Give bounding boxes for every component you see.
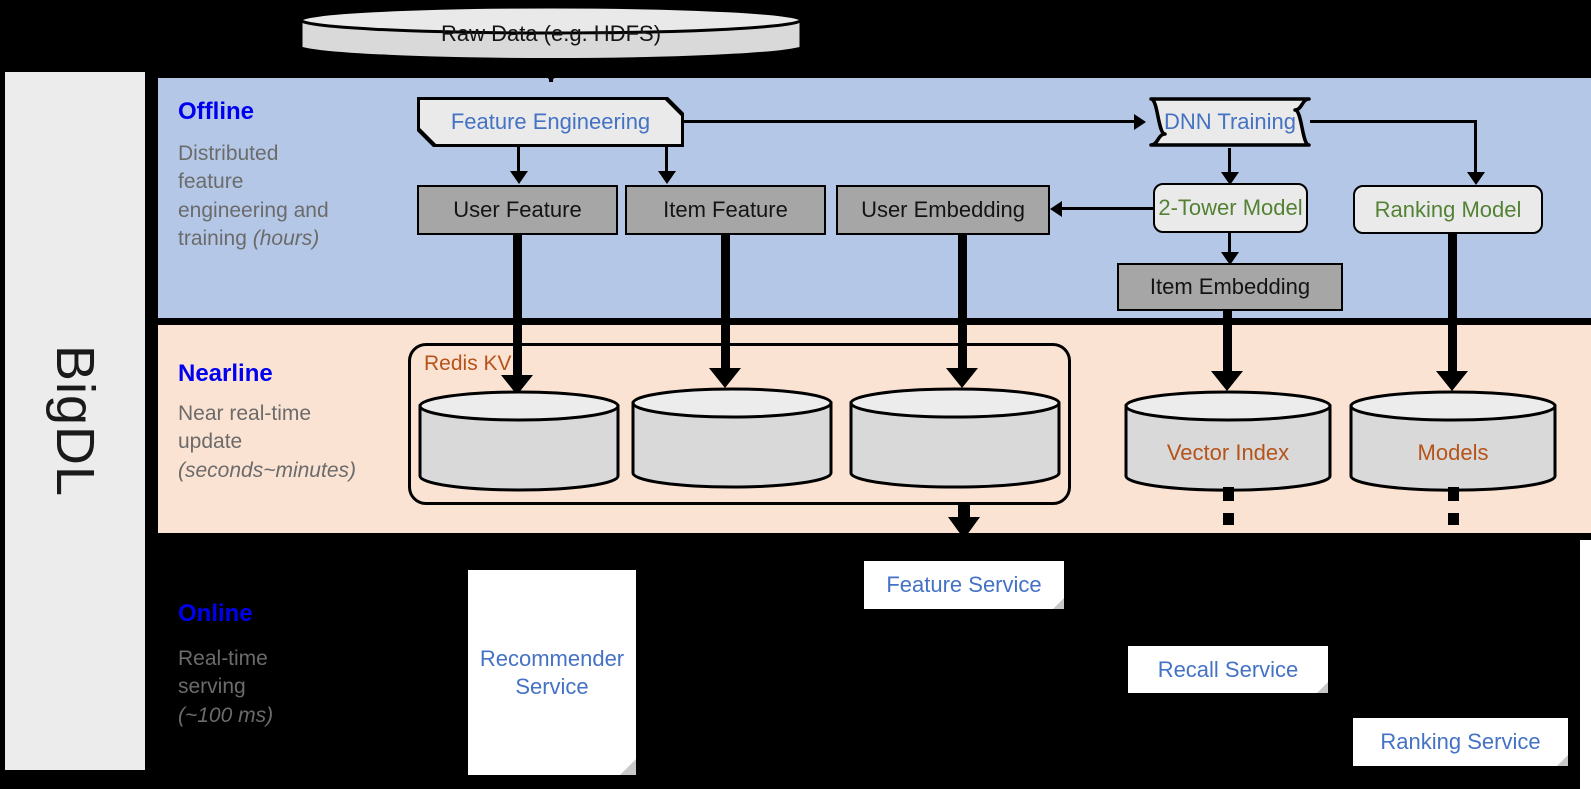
item-feature-label: Item Feature	[663, 197, 788, 223]
arrow-redis-featureservice	[948, 517, 980, 539]
models-label: Models	[1417, 440, 1489, 465]
dnn-training-label: DNN Training	[1163, 109, 1297, 134]
conn-vectorindex-recall-2	[1223, 513, 1234, 525]
recommender-service-doc[interactable]: Recommender Service	[468, 570, 636, 775]
conn-models-ranking-1	[1448, 487, 1459, 501]
arrow-userfeature-store	[501, 375, 533, 395]
store-user-feature-cylinder[interactable]	[417, 390, 622, 492]
redis-kv-label: Redis KV	[424, 352, 512, 375]
ranking-service-label: Ranking Service	[1380, 729, 1541, 755]
page-fold-icon	[1053, 598, 1064, 609]
arrow-twotower-itemembedding	[1221, 252, 1239, 265]
store-user-embedding-cylinder[interactable]	[848, 387, 1063, 489]
models-cylinder[interactable]: Models	[1348, 390, 1558, 492]
feature-engineering-label-wrap: Feature Engineering	[420, 100, 681, 144]
user-embedding-box[interactable]: User Embedding	[836, 185, 1050, 235]
conn-itemembedding-vectorindex	[1223, 311, 1232, 378]
item-feature-box[interactable]: Item Feature	[625, 185, 826, 235]
redis-kv-container	[408, 343, 1071, 505]
online-desc-italic-wrap: (~100 ms)	[178, 702, 398, 730]
arrow-rankingmodel-models	[1436, 371, 1468, 391]
user-feature-label: User Feature	[453, 197, 582, 223]
conn-userembedding-store	[958, 235, 967, 376]
arrow-fe-itemfeature	[658, 171, 676, 184]
ranking-service-doc[interactable]: Ranking Service	[1353, 718, 1568, 766]
arrow-dnn-twotower	[1221, 172, 1239, 185]
page-fold-icon	[1317, 682, 1328, 693]
offline-desc-line-1: Distributed	[178, 142, 279, 165]
conn-fe-itemfeature	[665, 147, 668, 173]
nearline-desc-line-2: update	[178, 430, 243, 454]
feature-engineering-box[interactable]: Feature Engineering	[417, 97, 684, 147]
nearline-desc-italic: (seconds~minutes)	[178, 458, 356, 482]
raw-data-cylinder: Raw Data (e.g. HDFS)	[297, 4, 805, 64]
band-desc-offline: Distributed feature engineering and trai…	[178, 140, 398, 253]
two-tower-model-label: 2-Tower Model	[1158, 195, 1303, 221]
offline-desc-line-2: feature	[178, 170, 244, 194]
ranking-model-label: Ranking Model	[1374, 196, 1522, 222]
offline-desc-line-4-text: training	[178, 227, 253, 251]
arrow-dnn-ranking	[1467, 172, 1485, 185]
conn-fe-dnn	[684, 120, 1136, 123]
conn-models-ranking-2	[1448, 513, 1459, 525]
offline-desc-line-4: training (hours)	[178, 225, 398, 253]
arrow-fe-dnn	[1134, 114, 1146, 130]
conn-dnn-ranking-h	[1310, 120, 1477, 123]
online-desc-italic: (~100 ms)	[178, 703, 274, 727]
arrow-twotower-userembedding	[1050, 201, 1062, 217]
online-band-right-edge	[1580, 540, 1591, 789]
raw-data-label: Raw Data (e.g. HDFS)	[440, 21, 662, 46]
band-desc-online: Real-time serving (~100 ms)	[178, 645, 398, 730]
user-feature-box[interactable]: User Feature	[417, 185, 618, 235]
page-fold-icon	[1557, 755, 1568, 766]
band-title-online: Online	[178, 600, 253, 627]
conn-redis-featureservice-stub	[958, 505, 970, 518]
conn-dnn-ranking-v	[1474, 120, 1477, 176]
ranking-model-box[interactable]: Ranking Model	[1353, 185, 1543, 234]
conn-userfeature-store	[513, 235, 522, 383]
page-fold-icon	[620, 759, 636, 775]
conn-twotower-itemembedding	[1228, 233, 1231, 257]
recommender-service-label-1: Recommender	[479, 646, 625, 671]
conn-twotower-userembedding	[1062, 207, 1154, 210]
band-title-nearline: Nearline	[178, 360, 273, 387]
feature-engineering-label: Feature Engineering	[450, 109, 651, 134]
arrow-itemembedding-vectorindex	[1211, 371, 1243, 391]
offline-desc-line-3: engineering and	[178, 198, 329, 222]
arrow-fe-userfeature	[510, 171, 528, 184]
online-desc-line-2: serving	[178, 675, 246, 699]
band-desc-nearline: Near real-time update (seconds~minutes)	[178, 400, 398, 485]
conn-dnn-twotower	[1228, 148, 1231, 176]
recommender-service-label-2: Service	[515, 673, 589, 699]
conn-fe-userfeature	[517, 147, 520, 173]
sidebar-label: BigDL	[45, 344, 105, 498]
item-embedding-label: Item Embedding	[1149, 274, 1311, 300]
offline-desc-italic: (hours)	[252, 227, 320, 251]
store-item-feature-cylinder[interactable]	[630, 387, 835, 489]
dnn-training-box[interactable]: DNN Training	[1148, 96, 1312, 148]
user-embedding-label: User Embedding	[861, 197, 1025, 223]
arrow-itemfeature-store	[709, 368, 741, 388]
sidebar-bigdl: BigDL	[5, 72, 145, 770]
arrow-userembedding-store	[946, 368, 978, 388]
conn-rankingmodel-models	[1448, 234, 1457, 378]
online-desc-line-1: Real-time	[178, 647, 268, 670]
feature-service-doc[interactable]: Feature Service	[864, 561, 1064, 609]
arrow-rawdata-fe	[535, 62, 567, 82]
nearline-desc-line-1: Near real-time	[178, 402, 312, 425]
item-embedding-box[interactable]: Item Embedding	[1117, 263, 1343, 311]
nearline-desc-italic-wrap: (seconds~minutes)	[178, 457, 398, 485]
vector-index-label: Vector Index	[1166, 440, 1290, 465]
feature-service-label: Feature Service	[886, 572, 1042, 598]
vector-index-cylinder[interactable]: Vector Index	[1123, 390, 1333, 492]
two-tower-model-box[interactable]: 2-Tower Model	[1153, 183, 1308, 233]
band-title-offline: Offline	[178, 98, 254, 125]
conn-vectorindex-recall-1	[1223, 487, 1234, 501]
recall-service-label: Recall Service	[1157, 656, 1299, 682]
conn-itemfeature-store	[721, 235, 730, 376]
recall-service-doc[interactable]: Recall Service	[1128, 646, 1328, 693]
